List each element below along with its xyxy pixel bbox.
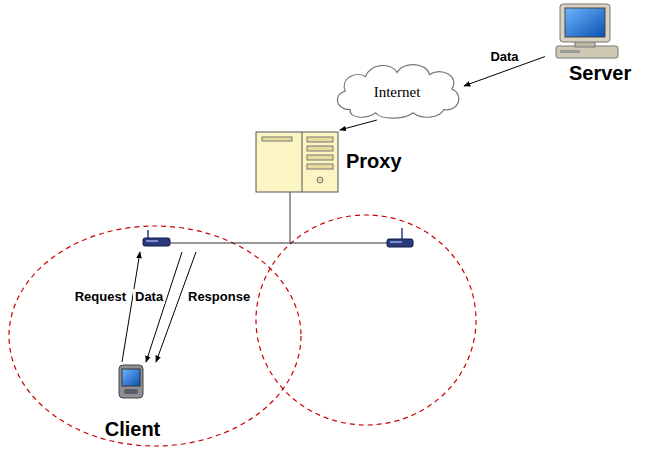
- internet-cloud: Internet: [330, 58, 464, 120]
- data-flow-arrow: [340, 120, 377, 130]
- data-label: Data: [133, 289, 165, 304]
- client-node: Client: [95, 362, 170, 446]
- proxy-node: Proxy: [254, 130, 405, 194]
- cloud-label: Internet: [374, 84, 421, 101]
- node-label: Server: [569, 62, 631, 85]
- access-point: [143, 230, 170, 246]
- node-label: Client: [105, 418, 161, 441]
- response-arrow: [156, 252, 196, 362]
- request-arrow: [122, 252, 140, 362]
- response-label: Response: [186, 289, 252, 304]
- data-arrow: [146, 252, 182, 362]
- proxy-server-icon: [256, 132, 338, 192]
- request-label: Request: [73, 289, 128, 304]
- coverage-area: [9, 226, 301, 446]
- access-point: [387, 228, 413, 247]
- network-wire: [290, 192, 291, 243]
- network-wire: [160, 243, 398, 244]
- server-computer-icon: [556, 4, 618, 58]
- pda-icon: [119, 365, 143, 398]
- coverage-area: [256, 215, 476, 425]
- server-node: Server: [545, 2, 645, 90]
- node-label: Proxy: [346, 150, 402, 173]
- edge-label: Data: [488, 49, 520, 64]
